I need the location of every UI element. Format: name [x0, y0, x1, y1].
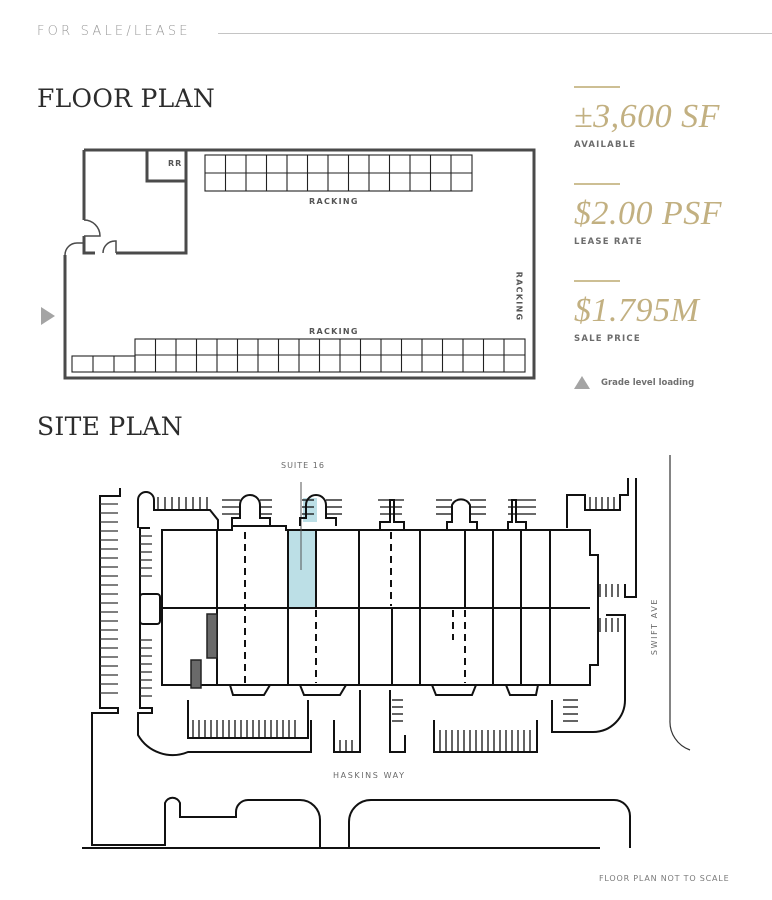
stat-label: SALE PRICE — [574, 334, 641, 344]
suite-label: SUITE 16 — [281, 461, 325, 470]
street-label-swift-ave: SWIFT AVE — [650, 597, 660, 656]
header-divider — [218, 33, 772, 34]
grade-loading-arrow-icon — [41, 307, 55, 325]
stat-rule — [574, 86, 620, 88]
legend-text: Grade level loading — [601, 377, 695, 388]
floor-plan-drawing — [63, 148, 536, 380]
scale-footnote: FLOOR PLAN NOT TO SCALE — [599, 874, 730, 883]
stat-available: ±3,600 SF AVAILABLE — [574, 86, 720, 150]
stat-lease-rate: $2.00 PSF LEASE RATE — [574, 183, 722, 247]
stat-value: ±3,600 SF — [574, 98, 720, 135]
stat-sale-price: $1.795M SALE PRICE — [574, 280, 699, 344]
stat-value: $2.00 PSF — [574, 195, 723, 232]
restroom-label: RR — [168, 159, 183, 168]
stat-rule — [574, 280, 620, 282]
legend-grade-loading: Grade level loading — [574, 376, 694, 389]
site-plan-drawing — [82, 455, 691, 849]
stat-label: LEASE RATE — [574, 237, 643, 247]
stat-value: $1.795M — [574, 292, 700, 329]
stat-rule — [574, 183, 620, 185]
floor-plan-title: FLOOR PLAN — [37, 84, 216, 113]
racking-label-bottom: RACKING — [309, 327, 359, 336]
triangle-icon — [574, 376, 590, 389]
racking-label-top: RACKING — [309, 197, 359, 206]
site-plan-title: SITE PLAN — [37, 412, 183, 441]
racking-label-side: RACKING — [514, 271, 524, 322]
suite-16-highlight — [288, 530, 316, 608]
stat-label: AVAILABLE — [574, 140, 637, 150]
street-label-haskins-way: HASKINS WAY — [333, 771, 406, 780]
eyebrow-label: FOR SALE/LEASE — [37, 24, 191, 39]
